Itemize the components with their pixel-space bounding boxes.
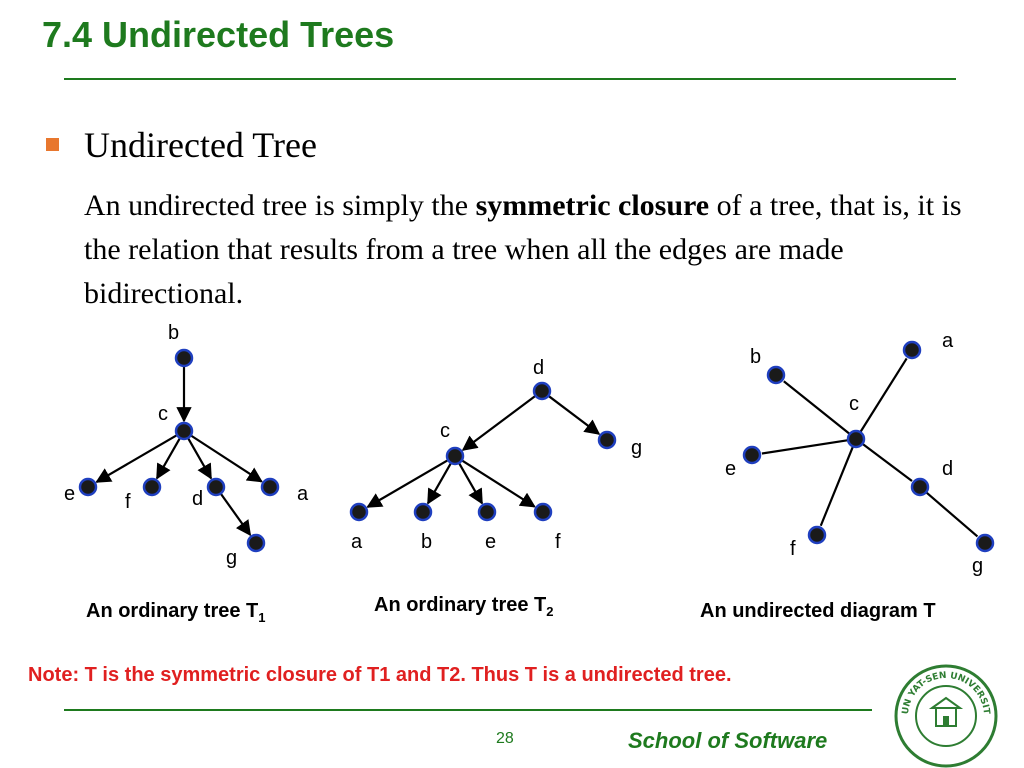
- caption-t: An undirected diagram T: [700, 600, 936, 622]
- t2-node-label-f: f: [555, 531, 561, 553]
- t2-node-label-c: c: [440, 420, 450, 442]
- t-edge-c-d: [861, 442, 913, 482]
- caption-t1-subscript: 1: [258, 610, 266, 625]
- t1-node-label-c: c: [158, 403, 168, 425]
- t2-node-g: [597, 430, 617, 450]
- t-node-label-e: e: [725, 458, 736, 480]
- t-node-b: [766, 365, 786, 385]
- t-node-label-b: b: [750, 346, 761, 368]
- t-node-label-f: f: [790, 538, 796, 560]
- t-node-f: [807, 525, 827, 545]
- title-divider: [64, 78, 956, 80]
- t2-node-d: [532, 381, 552, 401]
- t1-node-c: [174, 421, 194, 441]
- t-node-g: [975, 533, 995, 553]
- t2-edge-c-a: [366, 459, 449, 508]
- t1-node-f: [142, 477, 162, 497]
- t2-node-b: [413, 502, 433, 522]
- t1-edge-c-a: [190, 434, 263, 483]
- t1-edge-d-g: [219, 492, 252, 537]
- t2-edge-c-e: [458, 462, 483, 505]
- t1-edge-c-d: [187, 437, 212, 480]
- caption-t1: An ordinary tree T1: [86, 600, 266, 625]
- university-logo: SUN YAT-SEN UNIVERSITY: [890, 660, 998, 768]
- note-text: Note: T is the symmetric closure of T1 a…: [28, 664, 732, 686]
- t-node-label-c: c: [849, 393, 859, 415]
- t-edge-c-b: [783, 380, 851, 435]
- t2-node-label-g: g: [631, 437, 642, 459]
- caption-t2-text: An ordinary tree T: [374, 594, 547, 616]
- t1-node-b: [174, 348, 194, 368]
- paragraph-text-before: An undirected tree is simply the: [84, 189, 476, 222]
- t-edge-d-g: [925, 491, 979, 538]
- t1-node-a: [260, 477, 280, 497]
- caption-t2-subscript: 2: [546, 604, 554, 619]
- caption-t2: An ordinary tree T2: [374, 594, 554, 619]
- t-node-e: [742, 445, 762, 465]
- t2-node-label-a: a: [351, 531, 363, 553]
- t2-node-a: [349, 502, 369, 522]
- footer-divider: [64, 709, 872, 711]
- t1-node-e: [78, 477, 98, 497]
- t-edge-c-f: [819, 445, 855, 527]
- t1-node-label-f: f: [125, 491, 131, 513]
- t2-node-label-e: e: [485, 531, 496, 553]
- t-edge-c-e: [761, 439, 849, 455]
- t-node-label-d: d: [942, 458, 953, 480]
- t2-node-label-b: b: [421, 531, 432, 553]
- t1-node-label-b: b: [168, 322, 179, 344]
- paragraph-text-after: of a tree, that is, it is the relation t…: [84, 189, 962, 310]
- t-node-d: [910, 477, 930, 497]
- slide-title: 7.4 Undirected Trees: [42, 14, 395, 55]
- t1-edge-c-f: [156, 437, 181, 480]
- t1-node-d: [206, 477, 226, 497]
- t2-node-f: [533, 502, 553, 522]
- t-edge-c-a: [859, 357, 908, 433]
- t2-node-e: [477, 502, 497, 522]
- t2-edge-d-g: [547, 394, 601, 435]
- t1-node-label-e: e: [64, 483, 75, 505]
- t1-node-label-a: a: [297, 483, 309, 505]
- paragraph-bold-term: symmetric closure: [475, 189, 710, 222]
- t-node-a: [902, 340, 922, 360]
- t2-edge-d-c: [461, 394, 537, 451]
- caption-t1-text: An ordinary tree T: [86, 600, 259, 622]
- t1-edge-c-e: [95, 434, 178, 483]
- t1-node-label-g: g: [226, 547, 237, 569]
- t2-node-c: [445, 446, 465, 466]
- bullet-icon: [46, 138, 59, 151]
- t2-edge-c-f: [461, 459, 536, 508]
- t2-edge-c-b: [427, 462, 452, 505]
- footer-text: School of Software: [628, 728, 828, 753]
- t1-node-g: [246, 533, 266, 553]
- t-node-label-a: a: [942, 330, 954, 352]
- t-node-c: [846, 429, 866, 449]
- definition-paragraph: An undirected tree is simply the symmetr…: [84, 184, 984, 316]
- bullet-heading: Undirected Tree: [84, 125, 317, 165]
- page-number: 28: [496, 730, 514, 747]
- t-node-label-g: g: [972, 555, 983, 577]
- t2-node-label-d: d: [533, 357, 544, 379]
- t1-node-label-d: d: [192, 488, 203, 510]
